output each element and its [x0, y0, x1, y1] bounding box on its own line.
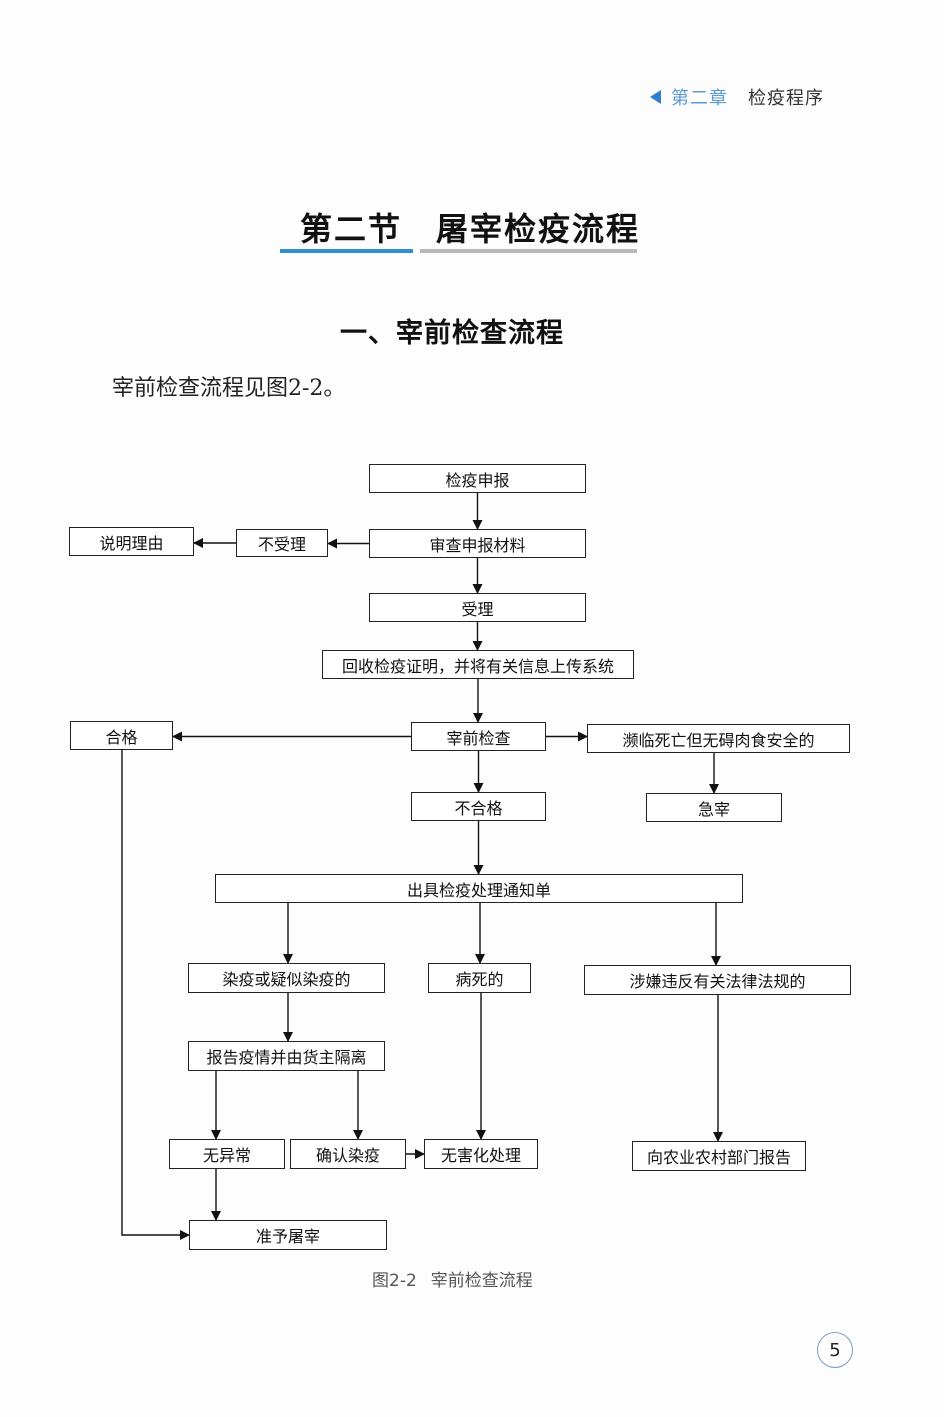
node-label: 说明理由: [99, 533, 164, 553]
node-label: 合格: [105, 727, 138, 747]
node-label: 报告疫情并由货主隔离: [206, 1048, 367, 1067]
page-number: 5: [817, 1332, 853, 1368]
node-infected: 染疫或疑似染疫的: [188, 963, 385, 993]
node-qualified: 合格: [70, 721, 173, 750]
node-label: 无害化处理: [440, 1146, 521, 1165]
running-head-chapter: 第二章: [671, 88, 728, 109]
node-approve: 准予屠宰: [189, 1220, 387, 1250]
figure-caption: 图2-2 宰前检查流程: [372, 1266, 533, 1291]
node-inspect: 宰前检查: [411, 722, 546, 751]
node-diseased: 病死的: [428, 963, 531, 993]
node-label: 不合格: [454, 798, 503, 818]
node-declare: 检疫申报: [369, 464, 586, 493]
node-recover: 回收检疫证明，并将有关信息上传系统: [322, 650, 634, 679]
node-confirmed: 确认染疫: [290, 1139, 406, 1169]
section-underline-gray: [420, 249, 637, 253]
node-label: 急宰: [697, 799, 730, 819]
figure-label: 图2-2: [372, 1271, 417, 1291]
node-emergency: 急宰: [646, 793, 782, 822]
node-label: 宰前检查: [446, 728, 511, 748]
section-name: 屠宰检疫流程: [436, 210, 641, 248]
body-paragraph: 宰前检查流程见图2-2。: [112, 376, 346, 401]
node-report-agri: 向农业农村部门报告: [632, 1141, 806, 1171]
node-label: 回收检疫证明，并将有关信息上传系统: [341, 656, 614, 676]
node-reject: 不受理: [236, 529, 328, 557]
node-notice: 出具检疫处理通知单: [215, 874, 743, 903]
node-label: 濒临死亡但无碍肉食安全的: [622, 730, 815, 750]
node-label: 不受理: [257, 535, 306, 554]
node-review: 审查申报材料: [369, 529, 586, 558]
node-label: 病死的: [455, 970, 504, 989]
figure-title: 宰前检查流程: [430, 1271, 533, 1291]
node-harmless: 无害化处理: [424, 1139, 538, 1169]
node-label: 检疫申报: [445, 470, 510, 490]
node-label: 向农业农村部门报告: [646, 1148, 791, 1167]
node-label: 审查申报材料: [429, 535, 526, 555]
node-label: 受理: [461, 599, 494, 619]
node-unqualified: 不合格: [411, 792, 546, 821]
node-label: 染疫或疑似染疫的: [222, 970, 351, 989]
node-accept: 受理: [369, 593, 586, 622]
section-underline-blue: [280, 249, 413, 253]
node-label: 准予屠宰: [255, 1227, 320, 1246]
section-number: 第二节: [300, 210, 403, 248]
node-label: 出具检疫处理通知单: [406, 880, 551, 900]
node-normal: 无异常: [169, 1139, 285, 1169]
node-illegal: 涉嫌违反有关法律法规的: [584, 965, 851, 995]
node-explain: 说明理由: [69, 527, 194, 556]
subsection-title: 一、宰前检查流程: [340, 318, 564, 349]
node-label: 确认染疫: [315, 1146, 380, 1165]
node-label: 无异常: [202, 1146, 251, 1165]
triangle-left-icon: [650, 90, 661, 104]
node-report-isolate: 报告疫情并由货主隔离: [188, 1041, 385, 1071]
node-dying: 濒临死亡但无碍肉食安全的: [587, 724, 850, 753]
node-label: 涉嫌违反有关法律法规的: [629, 972, 806, 991]
running-head-title: 检疫程序: [748, 88, 824, 109]
running-head: 第二章 检疫程序: [650, 84, 824, 110]
arrow-qualified-to-approve: [121, 750, 190, 1240]
